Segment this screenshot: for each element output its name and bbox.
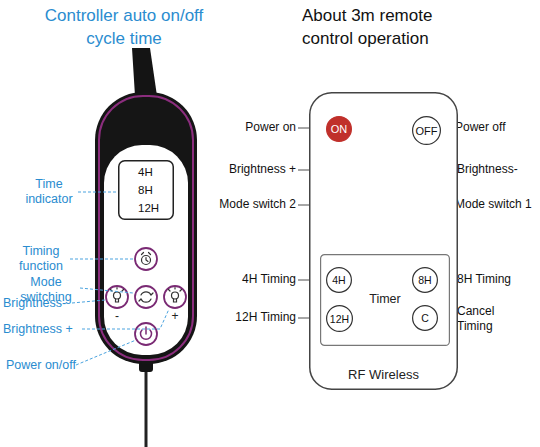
callout-label: Time indicator — [18, 177, 80, 207]
node-text: C — [421, 312, 429, 324]
node-text: 8H — [138, 181, 174, 199]
off-button: OFF — [412, 116, 441, 145]
timer-panel: 4H 8H 12H C Timer — [320, 254, 450, 346]
callout-label: Timing function — [10, 244, 72, 274]
controller — [70, 48, 197, 447]
node-text: 12H — [330, 313, 349, 325]
callout-label: Brightness + — [3, 322, 83, 337]
node-text: 4H — [332, 274, 345, 286]
button-circle — [327, 306, 353, 332]
minus-sign: - — [111, 310, 123, 322]
on-button: ON — [326, 116, 352, 142]
timer-button: 4H — [326, 267, 352, 293]
heading: Controller auto on/off cycle time — [40, 4, 208, 50]
remote-body: ON OFF 4H 8H 12H C Timer RF Wireless — [309, 92, 458, 390]
callout-label: Power off — [455, 120, 530, 135]
callout-label: Power on/off — [6, 358, 86, 373]
timer-button: 12H — [326, 305, 353, 332]
callout-label: Mode switch 1 — [455, 197, 537, 212]
button-circle — [413, 306, 438, 331]
callout-label: Brightness + — [206, 162, 296, 177]
outline-rect — [321, 255, 450, 346]
node-text: OFF — [416, 125, 438, 137]
outline-rect — [119, 161, 174, 220]
cancel-button: C — [412, 305, 438, 331]
button-circle — [327, 268, 352, 293]
button-circle — [413, 268, 438, 293]
callout-label: 12H Timing — [206, 310, 296, 325]
callout-label: Mode switch 2 — [196, 197, 296, 212]
timer-button: 8H — [412, 267, 438, 293]
node-text: RF Wireless — [309, 367, 458, 382]
indicator-panel: 4H8H12H — [118, 160, 174, 220]
node-text: 12H — [138, 199, 174, 217]
button-circle — [327, 117, 352, 142]
node-text: ON — [331, 123, 348, 135]
node-text: Timer — [320, 292, 450, 306]
callout-label: Brightness- — [457, 162, 535, 177]
outline-rect — [310, 93, 458, 390]
plus-sign: + — [169, 310, 181, 322]
node-text: 4H — [138, 163, 174, 181]
callout-label: 4H Timing — [206, 272, 296, 287]
callout-label: 8H Timing — [457, 272, 532, 287]
callout-label: Cancel Timing — [457, 304, 519, 334]
node-text: 8H — [418, 274, 431, 286]
button-circle — [413, 117, 441, 145]
heading: About 3m remote control operation — [302, 4, 474, 50]
callout-label: Brightness- — [3, 296, 83, 311]
callout-label: Power on — [206, 120, 296, 135]
